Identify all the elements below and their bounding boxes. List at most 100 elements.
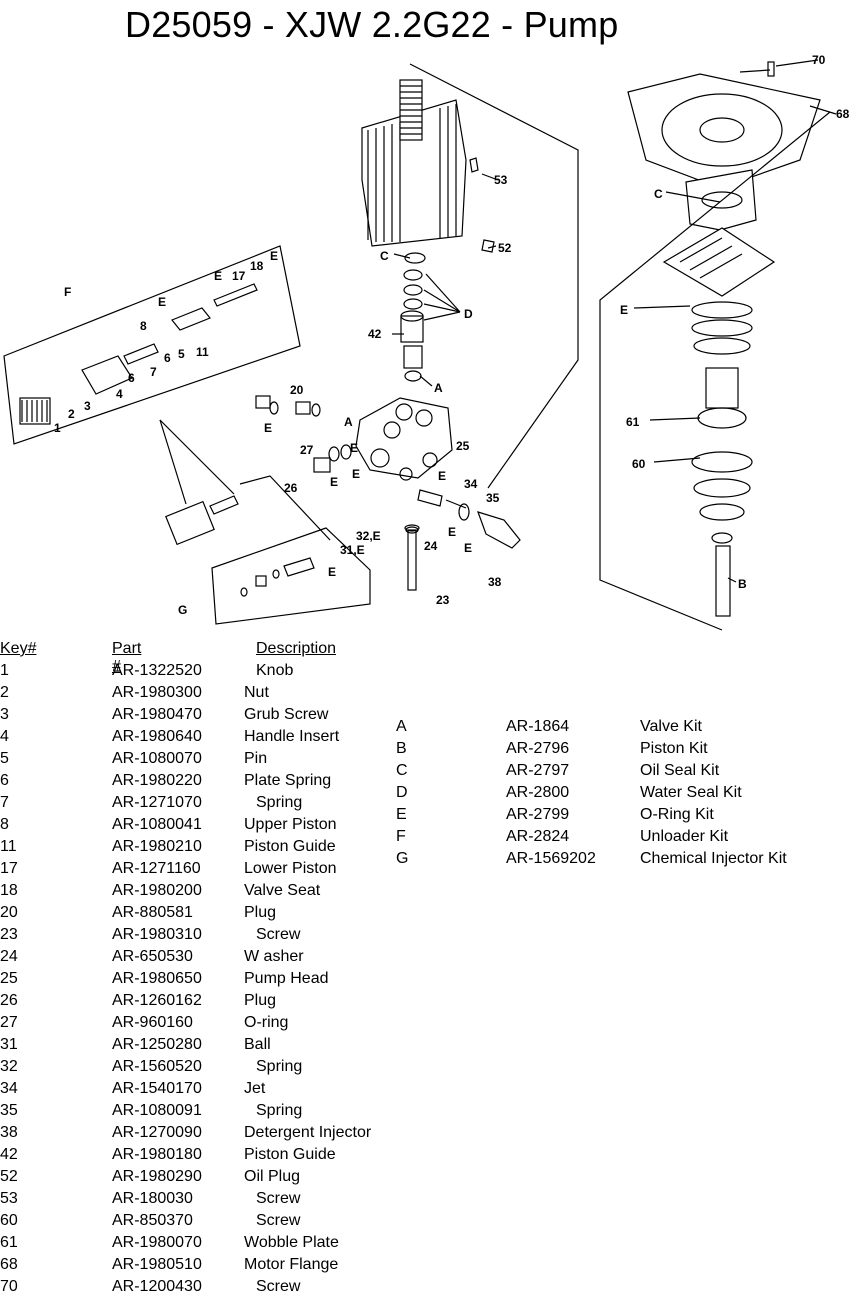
kit-key: G [396, 850, 409, 867]
row-part-number: AR-1980470 [112, 706, 202, 723]
kit-part-number: AR-2824 [506, 828, 570, 845]
row-key: 61 [0, 1234, 18, 1251]
row-description: Jet [244, 1080, 266, 1097]
row-description: W asher [244, 948, 304, 965]
row-description: Spring [256, 1058, 303, 1075]
table-row: 8 AR-1080041 Upper Piston [0, 816, 400, 838]
row-key: 8 [0, 816, 9, 833]
row-key: 2 [0, 684, 9, 701]
row-key: 23 [0, 926, 18, 943]
callout: 6 [164, 351, 171, 365]
row-description: Detergent Injector [244, 1124, 372, 1141]
row-part-number: AR-1080041 [112, 816, 202, 833]
callout: E [352, 467, 360, 481]
kit-key: E [396, 806, 407, 823]
callout: 17 [232, 269, 246, 283]
kit-key: A [396, 718, 407, 735]
wobble-plate [662, 227, 776, 617]
kit-part-number: AR-2799 [506, 806, 570, 823]
row-key: 7 [0, 794, 9, 811]
callout: 31,E [340, 543, 365, 557]
callout: 35 [486, 491, 500, 505]
row-description: Valve Seat [244, 882, 321, 899]
row-part-number: AR-960160 [112, 1014, 193, 1031]
kit-description: O-Ring Kit [640, 806, 714, 823]
row-key: 52 [0, 1168, 18, 1185]
row-key: 26 [0, 992, 18, 1009]
row-key: 6 [0, 772, 9, 789]
row-key: 3 [0, 706, 9, 723]
piston-stack [400, 239, 495, 382]
row-part-number: AR-850370 [112, 1212, 193, 1229]
row-description: Plate Spring [244, 772, 332, 789]
callout: 25 [456, 439, 470, 453]
row-description: Handle Insert [244, 728, 340, 745]
callout: 60 [632, 457, 646, 471]
row-key: 17 [0, 860, 18, 877]
row-part-number: AR-1080070 [112, 750, 202, 767]
kit-part-number: AR-1864 [506, 718, 570, 735]
row-description: Pump Head [244, 970, 329, 987]
row-description: Screw [256, 926, 301, 943]
exploded-pump-diagram: 70 68 53 52 C C D 42 A E 61 60 B F E E 1… [3, 53, 850, 631]
injector-hose [165, 495, 239, 546]
kit-key: C [396, 762, 408, 779]
callout: B [738, 577, 747, 591]
row-description: Upper Piston [244, 816, 337, 833]
row-part-number: AR-1980290 [112, 1168, 202, 1185]
row-key: 20 [0, 904, 18, 921]
callout: E [158, 295, 166, 309]
callout: 42 [368, 327, 382, 341]
row-description: Spring [256, 1102, 303, 1119]
callout: E [464, 541, 472, 555]
row-description: Screw [256, 1278, 301, 1295]
unloader-assembly [19, 283, 258, 425]
row-key: 31 [0, 1036, 18, 1053]
kit-key: D [396, 784, 408, 801]
row-part-number: AR-1080091 [112, 1102, 202, 1119]
row-description: Nut [244, 684, 269, 701]
callout: 5 [178, 347, 185, 361]
callout: A [434, 381, 443, 395]
row-part-number: AR-1980300 [112, 684, 202, 701]
row-description: Ball [244, 1036, 271, 1053]
row-description: Motor Flange [244, 1256, 339, 1273]
callout: 34 [464, 477, 478, 491]
row-description: Screw [256, 1212, 301, 1229]
row-description: Piston Guide [244, 838, 336, 855]
kit-part-number: AR-1569202 [506, 850, 596, 867]
row-description: Oil Plug [244, 1168, 301, 1185]
callout: G [178, 603, 187, 617]
callout: E [438, 469, 446, 483]
row-key: 53 [0, 1190, 18, 1207]
row-key: 34 [0, 1080, 18, 1097]
row-key: 1 [0, 662, 9, 679]
kit-row: E AR-2799 O-Ring Kit [396, 806, 816, 828]
row-key: 42 [0, 1146, 18, 1163]
row-part-number: AR-650530 [112, 948, 193, 965]
callout: 68 [836, 107, 850, 121]
row-description: Piston Guide [244, 1146, 336, 1163]
row-key: 4 [0, 728, 9, 745]
row-part-number: AR-1270090 [112, 1124, 202, 1141]
callout: 1 [54, 421, 61, 435]
row-part-number: AR-1980310 [112, 926, 202, 943]
motor-housing [361, 79, 479, 247]
row-description: Pin [244, 750, 268, 767]
callout: E [620, 303, 628, 317]
